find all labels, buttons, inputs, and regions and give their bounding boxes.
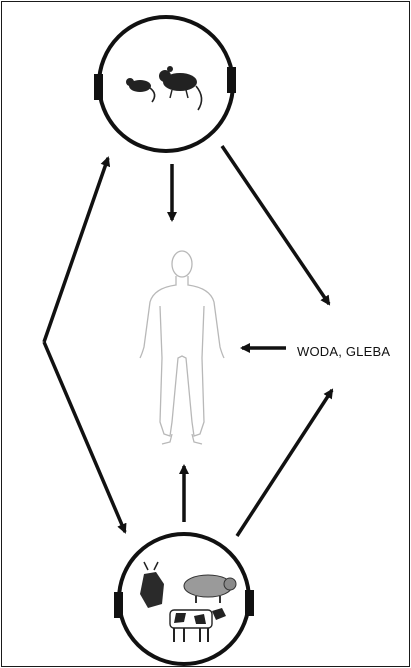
rodents-circle-left-tab	[94, 74, 103, 100]
livestock-node	[114, 534, 254, 664]
arrow-livestock-to-water	[237, 390, 332, 536]
arrows	[44, 146, 332, 536]
livestock-circle-right-tab	[245, 590, 254, 616]
rodents-node	[94, 17, 236, 151]
livestock-circle	[119, 534, 249, 664]
water-soil-label: WODA, GLEBA	[297, 344, 390, 359]
arrow-vertex-to-rodents	[44, 158, 108, 342]
livestock-circle-left-tab	[114, 592, 123, 618]
livestock-icon	[140, 562, 236, 642]
arrow-vertex-to-livestock	[44, 342, 125, 532]
arrow-rodents-to-water	[222, 146, 329, 304]
rodents-icon	[126, 66, 202, 110]
human-body-icon	[140, 251, 224, 444]
rodents-circle-right-tab	[227, 67, 236, 93]
